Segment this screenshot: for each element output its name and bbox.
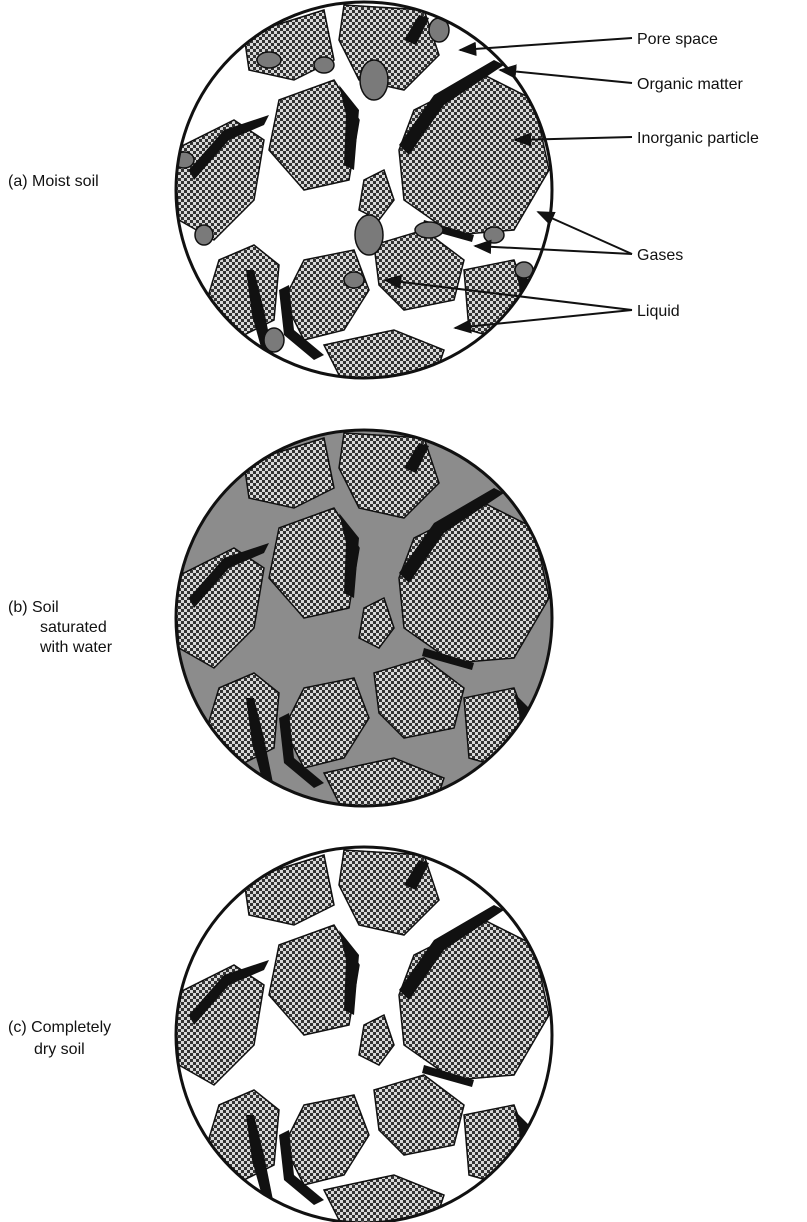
caption-panel-b: (b) Soil saturated with water bbox=[8, 599, 113, 656]
label-liquid: Liquid bbox=[637, 303, 680, 320]
caption-c-line-1: (c) Completely bbox=[8, 1019, 111, 1036]
caption-panel-a: (a) Moist soil bbox=[8, 173, 99, 190]
label-gases: Gases bbox=[637, 247, 683, 264]
arrow-gases-1 bbox=[538, 212, 632, 254]
label-pore-space: Pore space bbox=[637, 31, 718, 48]
arrow-organic-matter bbox=[500, 70, 632, 83]
panel-dry-soil bbox=[174, 847, 552, 1222]
arrow-pore-space bbox=[460, 38, 632, 50]
caption-a-line-1: (a) Moist soil bbox=[8, 173, 99, 190]
caption-b-line-1: (b) Soil bbox=[8, 599, 59, 616]
panel-moist-soil bbox=[174, 2, 552, 385]
caption-c-line-2: dry soil bbox=[34, 1041, 85, 1058]
caption-b-line-2: saturated bbox=[40, 619, 107, 636]
panel-saturated-soil bbox=[174, 430, 552, 813]
caption-panel-c: (c) Completely dry soil bbox=[8, 1019, 116, 1058]
label-organic-matter: Organic matter bbox=[637, 76, 743, 93]
label-inorganic-particle: Inorganic particle bbox=[637, 130, 759, 147]
caption-b-line-3: with water bbox=[39, 639, 113, 656]
